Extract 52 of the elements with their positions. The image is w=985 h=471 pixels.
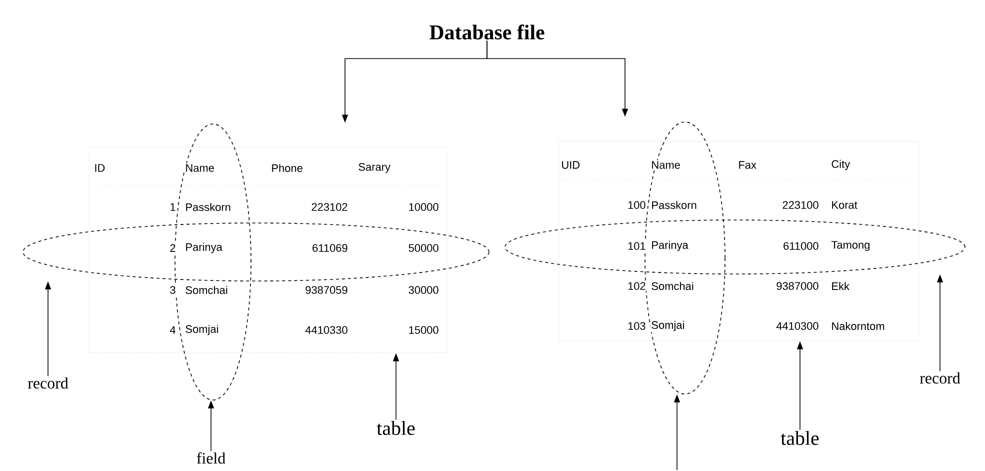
table-cell: 30000 [407,285,440,295]
callout-label: record [28,377,68,389]
callout-label: record [920,372,960,384]
column-header: ID [93,163,106,173]
column-header: Sarary [357,162,392,174]
dashed-ellipse [174,124,252,400]
column-header: City [830,158,852,172]
callout-label: table [376,420,415,435]
table-cell: 611000 [782,241,820,251]
table-cell: 100 [626,200,647,210]
table-cell: 9387059 [304,285,349,295]
table-cell: Parinya [650,240,690,252]
table-cell: Passkorn [184,202,232,212]
table-cell: Korat [830,200,858,210]
table-cell: 9387000 [775,281,820,291]
callout-label: table [780,430,819,445]
table-cell: 50000 [407,243,440,253]
column-header: Phone [270,162,304,174]
table-cell: 223102 [310,202,349,212]
table-cell: 3 [168,285,177,295]
table-cell: Somjai [184,324,220,336]
table-cell: Passkorn [650,200,698,210]
table-cell: Tamong [830,240,872,252]
table-cell: 2 [168,243,177,253]
table-cell: Ekk [830,281,850,291]
table-cell: 15000 [407,325,440,335]
table-cell: 4410300 [775,321,820,331]
table-cell: Somchai [184,284,229,296]
table-cell: 223100 [781,200,820,210]
table-cell: 103 [626,321,647,331]
table-cell: 10000 [407,202,440,212]
table-cell: 4 [168,325,177,335]
title: Database file [430,24,544,40]
table-cell: 1 [168,202,177,212]
table-cell: Somchai [650,280,695,292]
column-header: Fax [737,160,758,170]
table-frame [558,140,920,342]
column-header: Name [650,160,682,170]
table-cell: 4410330 [304,325,349,335]
table-cell: 611069 [311,243,349,253]
column-header: Name [184,163,216,173]
table-frame [88,146,448,354]
dashed-ellipse [504,220,966,274]
callout-label: field [196,452,226,464]
table-cell: 101 [626,241,647,251]
table-cell: Somjai [650,320,686,332]
table-cell: Parinya [184,242,224,254]
dashed-ellipse [22,222,490,282]
dashed-ellipse [644,122,726,394]
table-cell: Nakorntom [830,320,886,332]
column-header: UID [560,160,582,170]
table-cell: 102 [626,281,647,291]
